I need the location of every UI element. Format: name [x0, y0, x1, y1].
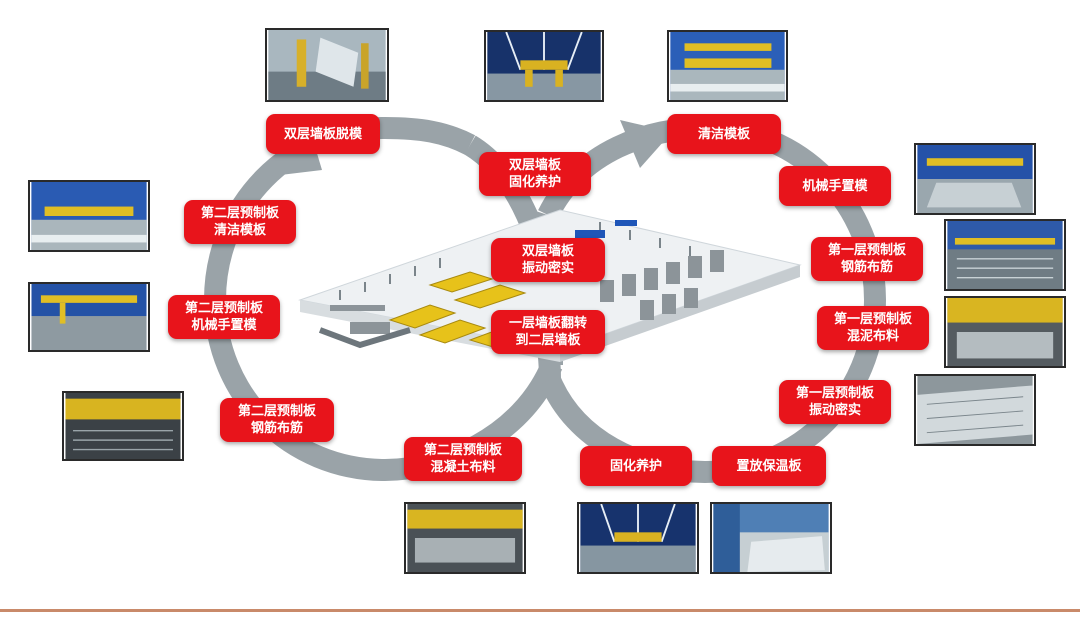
factory-photo — [65, 393, 181, 459]
step-double-wall-cure: 双层墙板 固化养护 — [479, 152, 591, 196]
factory-photo — [487, 32, 601, 100]
photo-curing-top — [484, 30, 604, 102]
photo-layer1-rebar — [944, 219, 1066, 291]
factory-photo — [580, 504, 696, 572]
step-robot-place-mold: 机械手置模 — [779, 166, 891, 206]
photo-curing-bottom — [577, 502, 699, 574]
photo-clean-mold — [667, 30, 788, 102]
photo-robot-place — [914, 143, 1036, 215]
bottom-border-line — [0, 609, 1080, 612]
photo-layer2-concrete — [404, 502, 526, 574]
step-layer1-concrete: 第一层预制板 混泥布料 — [817, 306, 929, 350]
step-layer1-rebar: 第一层预制板 钢筋布筋 — [811, 237, 923, 281]
step-layer1-vibrate: 第一层预制板 振动密实 — [779, 380, 891, 424]
step-layer2-concrete: 第二层预制板 混凝土布料 — [404, 437, 522, 481]
factory-photo — [917, 376, 1033, 444]
photo-layer2-clean — [28, 180, 150, 252]
photo-insulation — [710, 502, 832, 574]
factory-photo — [947, 298, 1063, 366]
step-place-insulation: 置放保温板 — [712, 446, 826, 486]
step-layer2-clean-mold: 第二层预制板 清洁模板 — [184, 200, 296, 244]
photo-layer2-robot — [28, 282, 150, 352]
factory-photo — [917, 145, 1033, 213]
step-flip-to-layer2: 一层墙板翻转 到二层墙板 — [491, 310, 605, 354]
factory-photo — [268, 30, 386, 100]
factory-photo — [31, 284, 147, 350]
arrow-head-top-right — [620, 120, 672, 168]
factory-photo — [31, 182, 147, 250]
step-double-wall-demold: 双层墙板脱模 — [266, 114, 380, 154]
step-cure: 固化养护 — [580, 446, 692, 486]
step-layer2-rebar: 第二层预制板 钢筋布筋 — [220, 398, 334, 442]
step-clean-mold: 清洁模板 — [667, 114, 781, 154]
step-layer2-robot-place: 第二层预制板 机械手置模 — [168, 295, 280, 339]
factory-photo — [407, 504, 523, 572]
photo-layer2-rebar — [62, 391, 184, 461]
photo-layer1-concrete — [944, 296, 1066, 368]
photo-demolding — [265, 28, 389, 102]
step-double-wall-vibrate: 双层墙板 振动密实 — [491, 238, 605, 282]
photo-layer1-vibrate — [914, 374, 1036, 446]
factory-photo — [947, 221, 1063, 289]
factory-photo — [670, 32, 785, 100]
factory-photo — [713, 504, 829, 572]
